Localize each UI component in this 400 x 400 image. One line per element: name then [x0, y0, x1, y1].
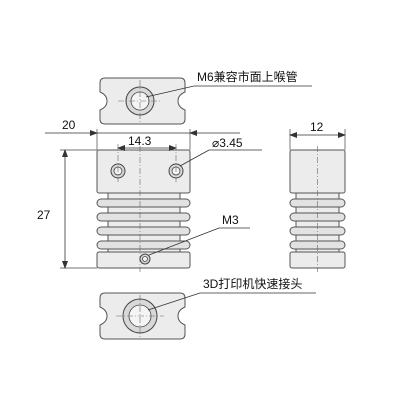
top-view-note: M6兼容市面上喉管 [197, 69, 298, 84]
height-dimension: 27 [37, 208, 51, 222]
front-view-fin [96, 226, 191, 236]
side-view: 12 [289, 120, 346, 272]
set-screw-note: M3 [222, 213, 239, 227]
bottom-view-note: 3D打印机快速接头 [203, 276, 302, 291]
set-screw-leader [148, 227, 220, 256]
bottom-view [99, 292, 186, 340]
hole-spacing-dimension: 14.3 [128, 134, 152, 148]
front-view-fin [96, 240, 191, 250]
front-view: 20 14.3 ⌀3.45 27 M3 [37, 118, 262, 272]
front-view-fin [96, 198, 191, 208]
bottom-view-leader [147, 292, 201, 311]
top-view-leader [145, 85, 195, 98]
hole-diameter-dimension: ⌀3.45 [212, 136, 243, 150]
width-dimension: 20 [62, 118, 76, 132]
hole-diameter-leader [179, 149, 210, 167]
side-width-dimension: 12 [310, 120, 324, 134]
front-view-fin [96, 212, 191, 222]
top-view: M6兼容市面上喉管 [99, 69, 312, 125]
